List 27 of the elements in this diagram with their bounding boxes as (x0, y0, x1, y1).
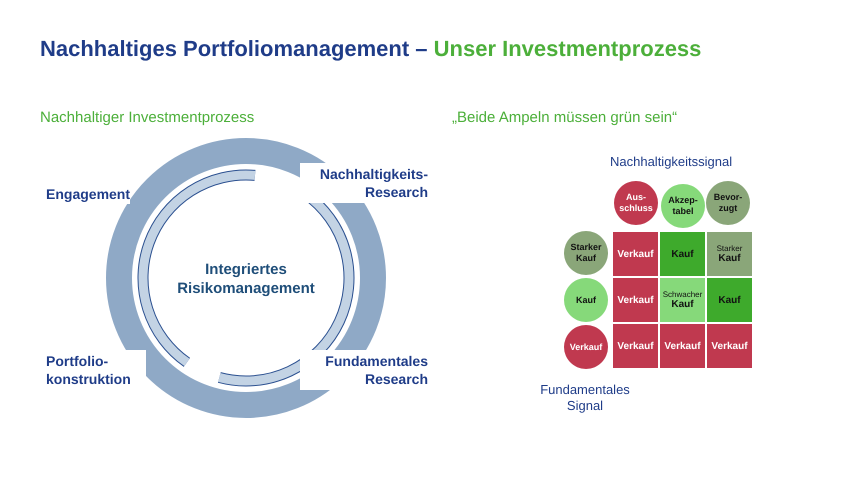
step-label: Nachhaltigkeits- Research (300, 163, 428, 203)
signal-circle: Bevor- zugt (706, 181, 750, 225)
signal-circle: Starker Kauf (564, 231, 608, 275)
matrix-cell (660, 278, 705, 322)
signal-circle: Aus- schluss (614, 181, 658, 225)
matrix-cell: Verkauf (613, 278, 658, 322)
section-heading: Nachhaltiger Investmentprozess (40, 109, 254, 126)
signal-circle: Akzep- tabel (661, 184, 705, 228)
matrix-cell: Verkauf (613, 232, 658, 276)
quote-heading: „Beide Ampeln müssen grün sein“ (452, 109, 678, 126)
slide-title: Nachhaltiges Portfoliomanagement – Unser Investmentprozess (40, 36, 702, 62)
cell-qualifier: Schwacher (662, 290, 702, 299)
cell-qualifier: Starker (716, 244, 742, 253)
matrix-cell: Kauf (660, 232, 705, 276)
axis-label: Fundamentales Signal (539, 382, 631, 414)
step-label: Fundamentales Research (300, 350, 428, 390)
matrix-cell: Verkauf (613, 324, 658, 368)
signal-circle: Kauf (564, 278, 608, 322)
axis-label: Nachhaltigkeitssignal (610, 154, 732, 169)
cell-value: Kauf (718, 253, 741, 264)
cell-value: Kauf (671, 299, 694, 310)
signal-circle: Verkauf (564, 325, 608, 369)
matrix-cell: Verkauf (707, 324, 752, 368)
matrix-cell: Verkauf (660, 324, 705, 368)
matrix-cell (707, 232, 752, 276)
matrix-cell: Kauf (707, 278, 752, 322)
center-label: Integriertes Risikomanagement (176, 260, 316, 298)
